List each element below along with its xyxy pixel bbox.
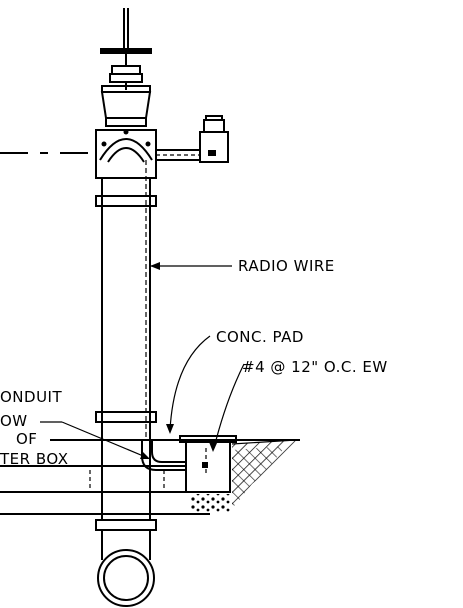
grade-lines (0, 439, 300, 515)
bottom-pipe-section (97, 549, 155, 607)
label-of: OF (16, 430, 37, 448)
label-rebar: #4 @ 12" O.C. EW (242, 358, 388, 376)
label-radio-wire: RADIO WIRE (238, 257, 335, 275)
valve-operator (100, 8, 152, 90)
soil-hatch (231, 439, 297, 510)
label-conduit: ONDUIT (0, 388, 62, 406)
label-conduit-elbow: OW (0, 412, 28, 430)
top-fitting (95, 129, 157, 179)
riser-pipe (95, 178, 157, 560)
label-meter-box: TER BOX (0, 450, 68, 468)
valve-body (100, 85, 152, 127)
leaders (40, 262, 245, 459)
radio-conduit-arm (155, 115, 229, 163)
label-conc-pad: CONC. PAD (216, 328, 304, 346)
meter-box (179, 435, 237, 512)
